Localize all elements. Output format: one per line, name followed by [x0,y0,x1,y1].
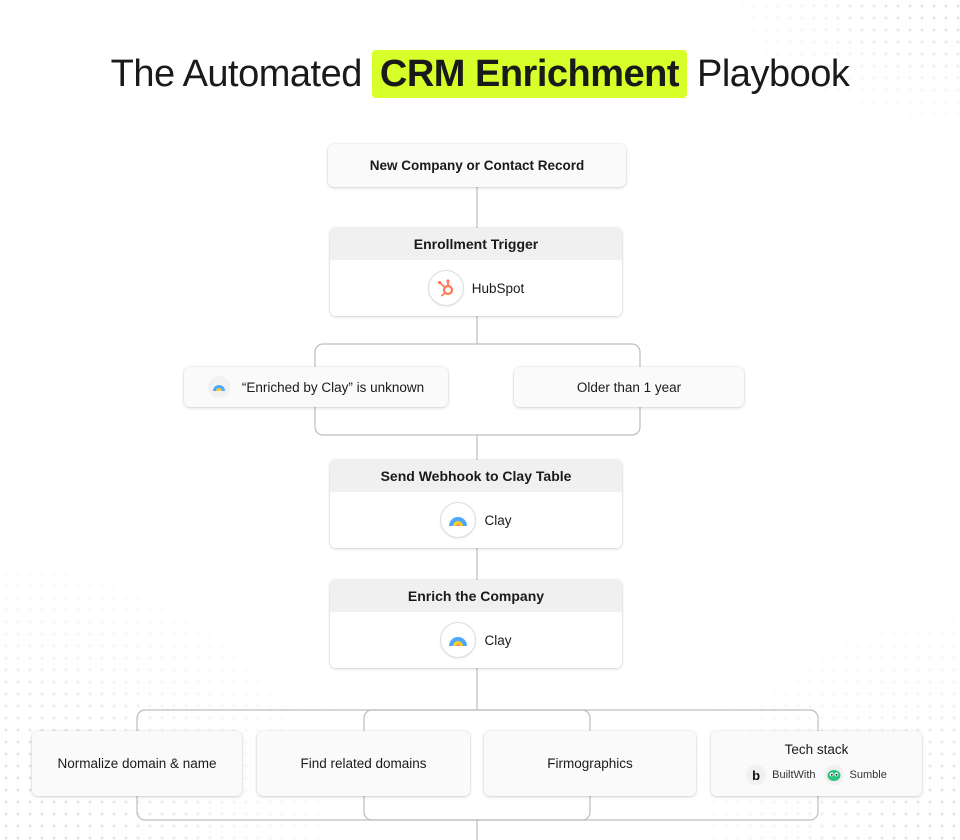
send-webhook-tool: Clay [484,512,512,528]
send-webhook-header: Send Webhook to Clay Table [330,460,622,492]
branch-enriched-unknown-node: “Enriched by Clay” is unknown [184,367,448,407]
enrollment-trigger-node: Enrollment Trigger HubSpot [330,228,622,316]
enrich-company-tool: Clay [484,632,512,648]
clay-icon [207,376,230,398]
branch-older-than-year-node: Older than 1 year [514,367,744,407]
new-record-label: New Company or Contact Record [369,158,585,173]
sumble-label: Sumble [849,769,887,781]
enrich-company-header: Enrich the Company [330,580,622,612]
send-webhook-node: Send Webhook to Clay Table Clay [330,460,622,548]
task-related-domains-label: Find related domains [300,756,427,771]
task-related-domains-node: Find related domains [257,731,470,796]
task-firmographics-node: Firmographics [484,731,696,796]
clay-icon [440,502,477,538]
clay-icon [440,622,477,658]
title-highlight: CRM Enrichment [371,50,688,98]
task-firmographics-label: Firmographics [547,756,633,771]
task-tech-stack-label: Tech stack [784,742,849,757]
enrollment-trigger-header: Enrollment Trigger [330,228,622,260]
task-normalize-label: Normalize domain & name [57,756,217,771]
builtwith-icon: b [746,765,767,785]
hubspot-icon [427,270,464,306]
title-prefix: The Automated [110,52,363,95]
branch-left-label: “Enriched by Clay” is unknown [241,379,425,395]
enrich-company-node: Enrich the Company Clay [330,580,622,668]
task-tech-stack-node: Tech stack b BuiltWith Sumble [711,731,922,796]
hubspot-label: HubSpot [471,280,525,296]
page-title: The Automated CRM Enrichment Playbook [0,46,960,102]
builtwith-label: BuiltWith [772,769,816,781]
sumble-icon [823,765,844,785]
new-record-node: New Company or Contact Record [328,144,626,187]
branch-right-label: Older than 1 year [576,379,682,395]
task-normalize-node: Normalize domain & name [32,731,242,796]
title-suffix: Playbook [697,52,850,95]
